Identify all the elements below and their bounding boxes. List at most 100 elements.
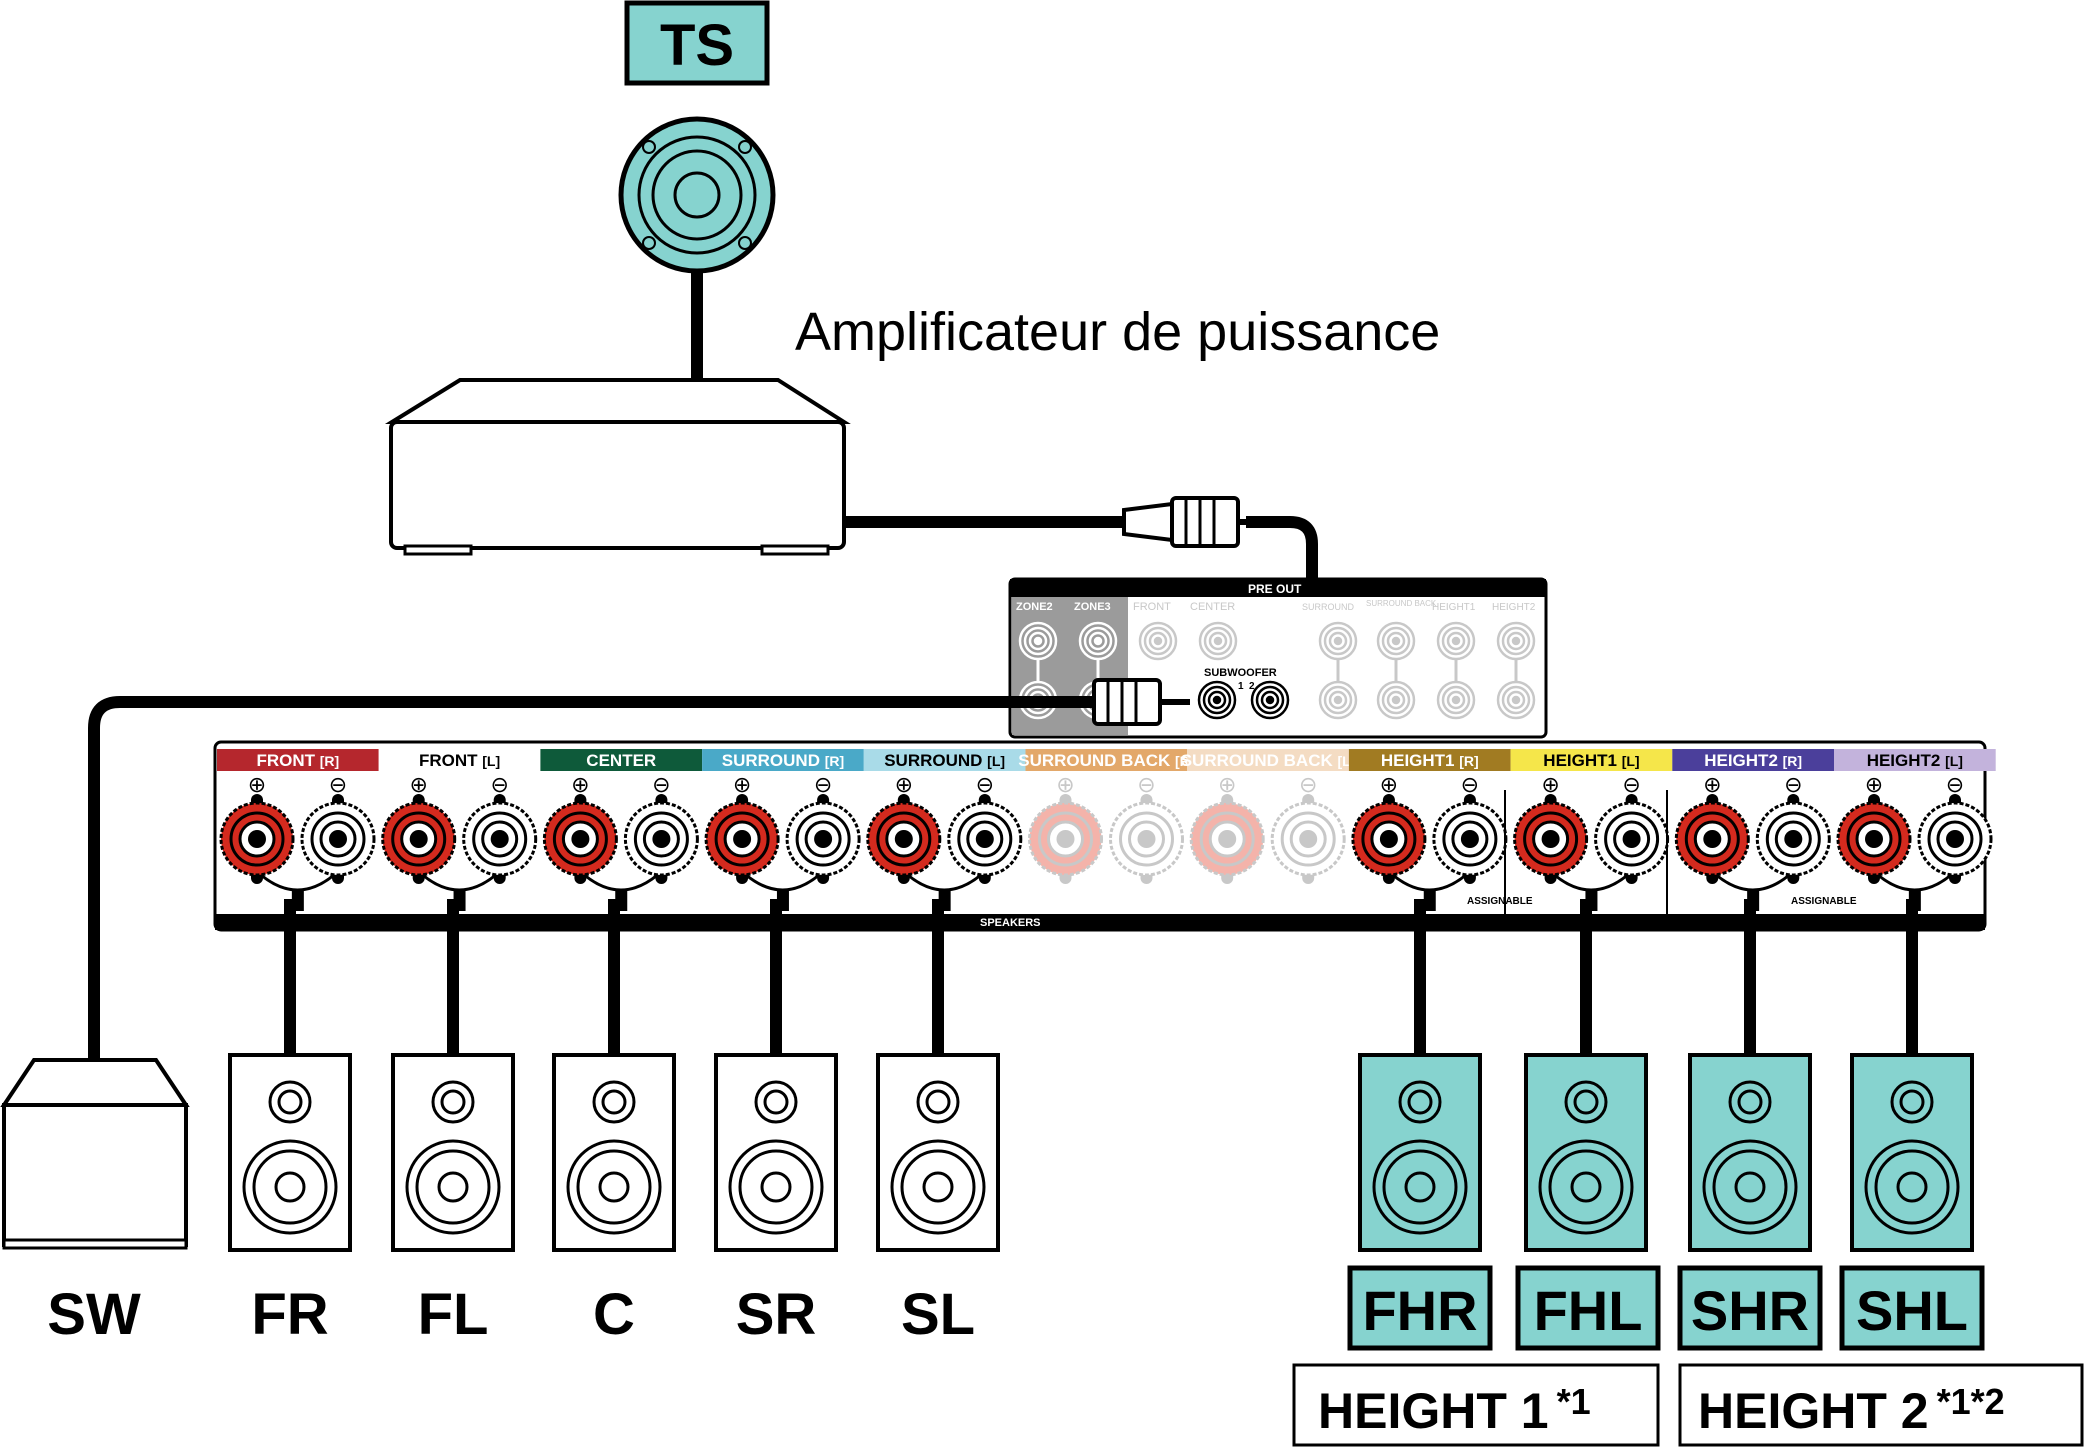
terminal-plus <box>1028 794 1103 884</box>
channel-header-bg <box>863 749 1026 771</box>
ts-label-box <box>624 0 770 86</box>
pre-out-jack-bottom <box>1496 680 1536 720</box>
plus-symbol: ⊕ <box>1218 772 1236 797</box>
speaker-label-shr: SHR <box>1691 1279 1809 1342</box>
speaker-cable <box>447 890 466 1055</box>
channel-header-bg <box>217 749 379 771</box>
minus-symbol: ⊖ <box>1461 772 1479 797</box>
minus-symbol: ⊖ <box>814 772 832 797</box>
channel-header-label: SURROUND BACK [L] <box>1181 751 1356 770</box>
speaker-icon <box>876 1053 1000 1252</box>
minus-symbol: ⊖ <box>652 772 670 797</box>
pre-out-jack-bottom <box>1318 680 1358 720</box>
channel-header-bg <box>1187 749 1349 771</box>
plus-symbol: ⊕ <box>1056 772 1074 797</box>
speaker-cable <box>1744 890 1760 1055</box>
zone3-label: ZONE3 <box>1074 601 1111 613</box>
height1-group-box <box>1292 1363 1660 1447</box>
pre-out-jack-top <box>1496 621 1536 661</box>
channel-header-bg <box>1672 749 1834 771</box>
speaker-icon <box>1850 1053 1974 1252</box>
pre-height1-label: HEIGHT1 <box>1432 602 1476 613</box>
channel-header-bg <box>1348 749 1511 771</box>
minus-symbol: ⊖ <box>1137 772 1155 797</box>
channel-header-label: FRONT [R] <box>256 751 339 770</box>
pre-out-sub1-jack <box>1197 680 1237 720</box>
speaker-label-fr: FR <box>251 1282 328 1347</box>
speaker-label-sl: SL <box>901 1282 975 1347</box>
pre-surround-back-label: SURROUND BACK <box>1366 599 1437 608</box>
pre-out-jack-top <box>1436 621 1476 661</box>
terminal-minus <box>785 794 861 884</box>
terminal-plus <box>1674 794 1750 884</box>
shr-label-box <box>1677 1265 1823 1351</box>
terminal-plus <box>381 794 457 884</box>
pre-out-jack-top <box>1318 621 1358 661</box>
terminal-minus <box>300 794 376 884</box>
pre-sub1-label: 1 <box>1238 681 1244 692</box>
plus-symbol: ⊕ <box>895 772 913 797</box>
speaker-icon <box>228 1053 352 1252</box>
pre-sub2-label: 2 <box>1249 681 1255 692</box>
channel-header-label: SURROUND [L] <box>884 751 1005 770</box>
speaker-cable <box>1414 890 1436 1055</box>
height2-group-box <box>1678 1363 2084 1447</box>
pre-out-jack-bottom <box>1376 680 1416 720</box>
pre-out-jack-top <box>1376 621 1416 661</box>
terminal-plus <box>704 794 780 884</box>
channel-header-label: HEIGHT2 [L] <box>1867 751 1963 770</box>
terminal-minus <box>1755 794 1831 884</box>
plus-symbol: ⊕ <box>571 772 589 797</box>
channel-header-bg <box>1025 749 1188 771</box>
plus-symbol: ⊕ <box>409 772 427 797</box>
zone2-label: ZONE2 <box>1016 601 1053 613</box>
speakers <box>228 1053 1974 1252</box>
pre-out-jack-bottom <box>1436 680 1476 720</box>
power-amplifier <box>384 378 851 556</box>
channel-header-label: HEIGHT2 [R] <box>1704 751 1802 770</box>
channel-header-bg <box>702 749 864 771</box>
terminal-posts: ⊕⊖⊕⊖⊕⊖⊕⊖⊕⊖⊕⊖⊕⊖⊕⊖⊕⊖⊕⊖⊕⊖ <box>219 772 1993 892</box>
terminal-minus <box>623 794 699 884</box>
minus-symbol: ⊖ <box>1946 772 1964 797</box>
minus-symbol: ⊖ <box>976 772 994 797</box>
minus-symbol: ⊖ <box>1299 772 1317 797</box>
speaker-label-sw: SW <box>47 1282 141 1347</box>
pre-out-jack-top <box>1018 621 1058 661</box>
channel-header-label: SURROUND BACK [R] <box>1018 751 1194 770</box>
terminal-plus <box>1189 794 1265 884</box>
channel-header-label: HEIGHT1 [L] <box>1543 751 1639 770</box>
terminal-minus <box>1109 794 1184 884</box>
channel-header-label: FRONT [L] <box>419 751 500 770</box>
channel-header-bg <box>1510 749 1673 771</box>
terminal-minus <box>462 794 538 884</box>
speaker-cable <box>770 890 789 1055</box>
pre-front-label: FRONT <box>1133 601 1171 613</box>
pre-out-jack-top <box>1198 621 1238 661</box>
fhl-label-box <box>1515 1265 1661 1351</box>
pre-subwoofer-label: SUBWOOFER <box>1204 667 1277 679</box>
amp-label: Amplificateur de puissance <box>795 302 1440 362</box>
speaker-label-sr: SR <box>736 1282 817 1347</box>
plus-symbol: ⊕ <box>733 772 751 797</box>
terminal-plus <box>866 794 942 884</box>
rca-cable-sw <box>88 678 1190 1060</box>
speaker-icon <box>1524 1053 1648 1252</box>
height2-label: HEIGHT 2*1*2 <box>1698 1381 2005 1439</box>
shl-label-box <box>1839 1265 1985 1351</box>
assignable-label-1: ASSIGNABLE <box>1467 896 1533 907</box>
channel-header-label: SURROUND [R] <box>722 751 844 770</box>
terminal-plus <box>219 794 295 884</box>
channel-header-bg <box>540 749 703 771</box>
pre-out-title: PRE OUT <box>1248 582 1302 596</box>
ts-label: TS <box>660 13 734 78</box>
channel-header-label: HEIGHT1 [R] <box>1381 751 1479 770</box>
fhr-label-box <box>1347 1265 1493 1351</box>
speaker-cable <box>1906 890 1921 1055</box>
pre-out-jack-top <box>1078 621 1118 661</box>
terminal-minus <box>947 794 1023 884</box>
